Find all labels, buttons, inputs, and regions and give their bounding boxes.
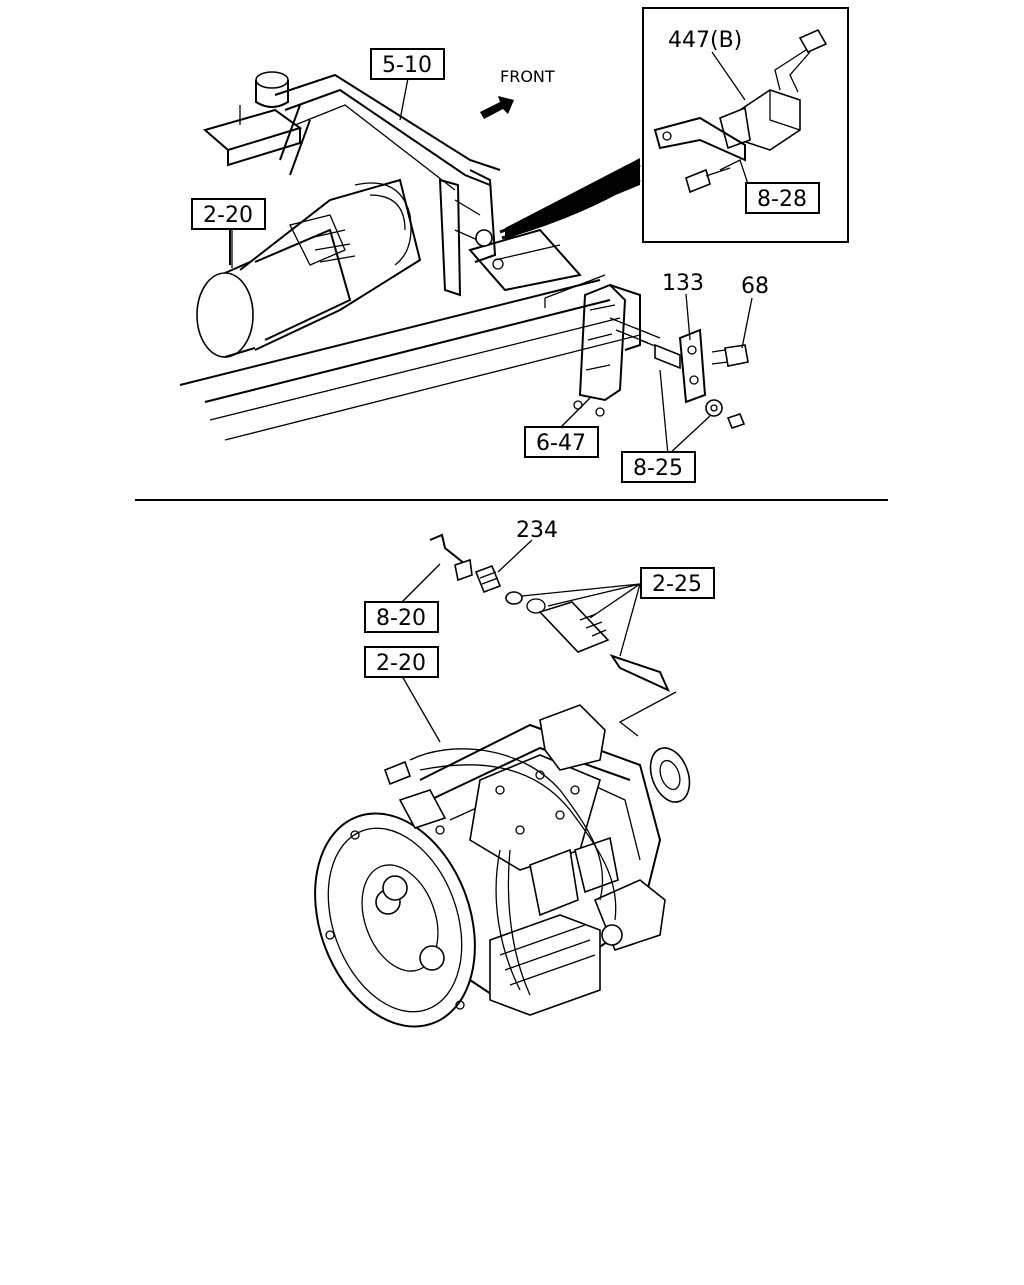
callout-2-20-bottom-text: 2-20 xyxy=(376,651,426,676)
callout-8-28-text: 8-28 xyxy=(757,187,807,212)
callout-6-47-text: 6-47 xyxy=(536,431,586,456)
callout-2-25-text: 2-25 xyxy=(652,572,702,597)
callout-8-20-text: 8-20 xyxy=(376,606,426,631)
callout-5-10-text: 5-10 xyxy=(382,53,432,78)
sensor-parts-drawing xyxy=(429,533,677,737)
callout-2-25: 2-25 xyxy=(640,567,715,599)
front-arrow-icon xyxy=(480,96,514,119)
callout-133-text: 133 xyxy=(662,271,704,296)
callout-234-text: 234 xyxy=(516,518,558,543)
transmission-assembly-drawing xyxy=(314,704,691,1028)
callout-2-20-top: 2-20 xyxy=(191,198,266,230)
callout-8-28: 8-28 xyxy=(745,182,820,214)
chassis-frame-drawing xyxy=(179,71,641,441)
callout-68-text: 68 xyxy=(741,274,769,299)
transmission-top-view xyxy=(196,178,422,358)
top-leader-lines xyxy=(231,77,753,456)
callout-8-20: 8-20 xyxy=(364,601,439,633)
callout-2-20-top-text: 2-20 xyxy=(203,203,253,228)
bottom-leader-lines xyxy=(399,539,641,743)
fastener-parts-drawing xyxy=(639,328,749,429)
callout-6-47: 6-47 xyxy=(524,426,599,458)
front-direction-label: FRONT xyxy=(500,67,555,86)
callout-5-10: 5-10 xyxy=(370,48,445,80)
bracket-6-47-drawing xyxy=(573,283,661,417)
callout-8-25-text: 8-25 xyxy=(633,456,683,481)
callout-2-20-bottom: 2-20 xyxy=(364,646,439,678)
callout-447b-text: 447(B) xyxy=(668,28,742,53)
callout-8-25: 8-25 xyxy=(621,451,696,483)
